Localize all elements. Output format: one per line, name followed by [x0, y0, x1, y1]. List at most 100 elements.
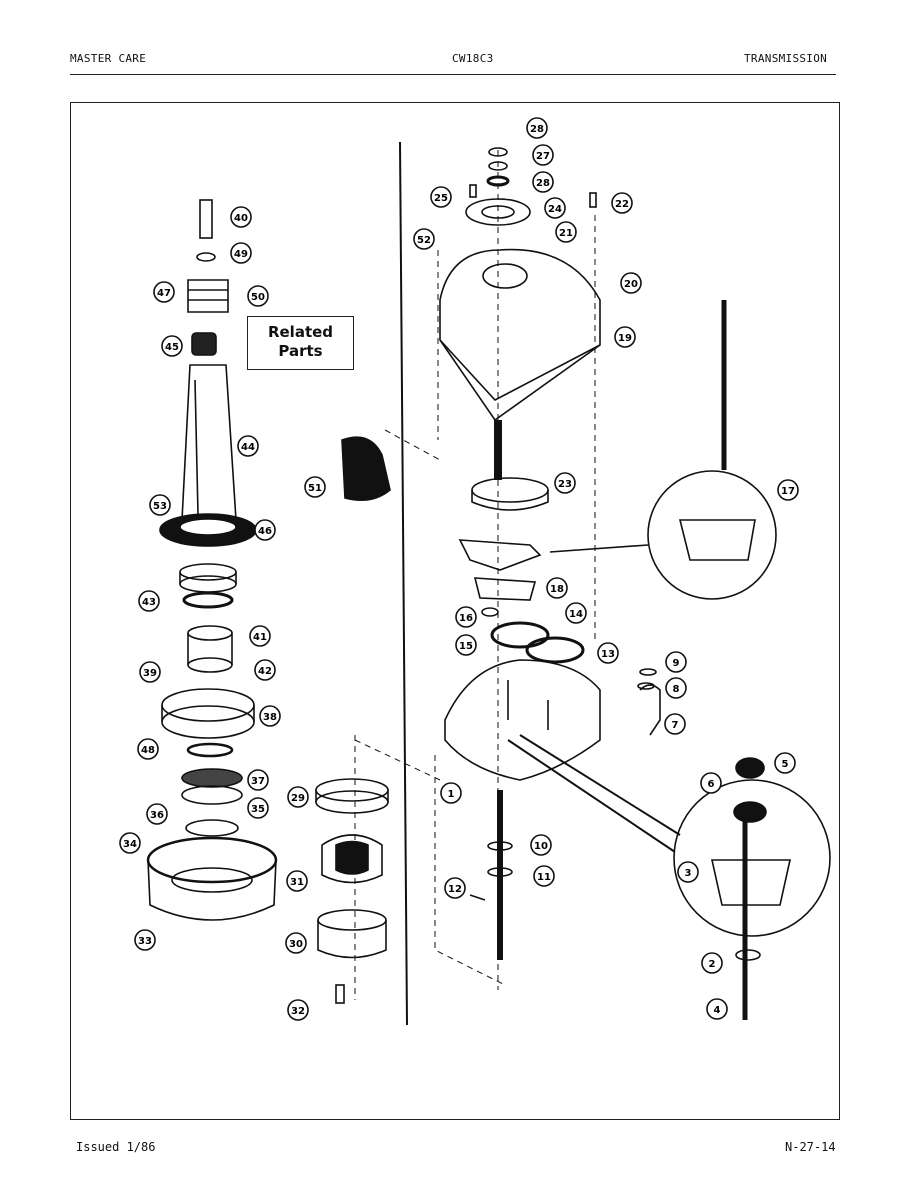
callout-3: 3: [677, 861, 699, 883]
svg-text:16: 16: [459, 613, 473, 624]
callout-33: 33: [134, 929, 156, 951]
svg-text:28: 28: [530, 124, 544, 135]
callout-30: 30: [285, 932, 307, 954]
callout-53: 53: [149, 494, 171, 516]
svg-text:39: 39: [143, 668, 157, 679]
callout-29: 29: [287, 786, 309, 808]
svg-text:9: 9: [673, 658, 680, 669]
callout-24: 24: [544, 197, 566, 219]
svg-text:42: 42: [258, 666, 272, 677]
svg-text:49: 49: [234, 249, 248, 260]
callout-13: 13: [597, 642, 619, 664]
svg-text:3: 3: [685, 868, 692, 879]
callout-23: 23: [554, 472, 576, 494]
svg-text:2: 2: [709, 959, 716, 970]
svg-text:37: 37: [251, 776, 265, 787]
callout-4: 4: [706, 998, 728, 1020]
callout-14: 14: [565, 602, 587, 624]
callout-2: 2: [701, 952, 723, 974]
callout-10: 10: [530, 834, 552, 856]
header-brand: MASTER CARE: [70, 52, 147, 65]
callout-18: 18: [546, 577, 568, 599]
svg-text:5: 5: [782, 759, 789, 770]
callout-8: 8: [665, 677, 687, 699]
callout-28b: 28: [532, 171, 554, 193]
svg-text:21: 21: [559, 228, 573, 239]
svg-text:44: 44: [241, 442, 255, 453]
callout-19: 19: [614, 326, 636, 348]
callout-39: 39: [139, 661, 161, 683]
svg-text:40: 40: [234, 213, 248, 224]
callout-45: 45: [161, 335, 183, 357]
svg-text:41: 41: [253, 632, 267, 643]
svg-text:4: 4: [714, 1005, 721, 1016]
svg-text:35: 35: [251, 804, 265, 815]
callout-52: 52: [413, 228, 435, 250]
callout-28a: 28: [526, 117, 548, 139]
svg-text:10: 10: [534, 841, 548, 852]
related-parts-line2: Parts: [278, 342, 323, 360]
svg-text:33: 33: [138, 936, 152, 947]
callout-38: 38: [259, 705, 281, 727]
callout-37: 37: [247, 769, 269, 791]
svg-text:46: 46: [258, 526, 272, 537]
callout-22: 22: [611, 192, 633, 214]
callout-43: 43: [138, 590, 160, 612]
callout-47: 47: [153, 281, 175, 303]
related-parts-line1: Related: [267, 323, 334, 341]
related-parts-box: Related Parts: [247, 316, 354, 370]
svg-text:24: 24: [548, 204, 562, 215]
svg-text:43: 43: [142, 597, 156, 608]
svg-text:20: 20: [624, 279, 638, 290]
svg-text:28: 28: [536, 178, 550, 189]
svg-text:22: 22: [615, 199, 629, 210]
callout-50: 50: [247, 285, 269, 307]
svg-text:29: 29: [291, 793, 305, 804]
svg-text:7: 7: [672, 720, 679, 731]
svg-text:19: 19: [618, 333, 632, 344]
callout-5: 5: [774, 752, 796, 774]
callout-1: 1: [440, 782, 462, 804]
svg-text:32: 32: [291, 1006, 305, 1017]
footer-page-code: N-27-14: [785, 1140, 836, 1154]
callout-34: 34: [119, 832, 141, 854]
svg-text:11: 11: [537, 872, 551, 883]
callout-35: 35: [247, 797, 269, 819]
svg-text:36: 36: [150, 810, 164, 821]
svg-text:31: 31: [290, 877, 304, 888]
svg-text:12: 12: [448, 884, 462, 895]
callout-16: 16: [455, 606, 477, 628]
svg-text:30: 30: [289, 939, 303, 950]
callout-20: 20: [620, 272, 642, 294]
callout-11: 11: [533, 865, 555, 887]
callout-31: 31: [286, 870, 308, 892]
callout-7: 7: [664, 713, 686, 735]
svg-text:13: 13: [601, 649, 615, 660]
footer-issued: Issued 1/86: [76, 1140, 156, 1154]
svg-text:38: 38: [263, 712, 277, 723]
svg-text:23: 23: [558, 479, 572, 490]
callout-25: 25: [430, 186, 452, 208]
svg-text:51: 51: [308, 483, 322, 494]
callout-6: 6: [700, 772, 722, 794]
callout-12: 12: [444, 877, 466, 899]
callout-40: 40: [230, 206, 252, 228]
svg-text:45: 45: [165, 342, 179, 353]
svg-text:17: 17: [781, 486, 795, 497]
svg-text:1: 1: [448, 789, 455, 800]
callout-44: 44: [237, 435, 259, 457]
callout-9: 9: [665, 651, 687, 673]
callout-51: 51: [304, 476, 326, 498]
svg-text:18: 18: [550, 584, 564, 595]
callout-17: 17: [777, 479, 799, 501]
diagram-frame: [70, 102, 840, 1120]
callout-48: 48: [137, 738, 159, 760]
callout-42: 42: [254, 659, 276, 681]
svg-text:50: 50: [251, 292, 265, 303]
svg-text:14: 14: [569, 609, 583, 620]
header-rule: [70, 74, 836, 75]
callout-32: 32: [287, 999, 309, 1021]
callout-21: 21: [555, 221, 577, 243]
callout-15: 15: [455, 634, 477, 656]
callout-49: 49: [230, 242, 252, 264]
